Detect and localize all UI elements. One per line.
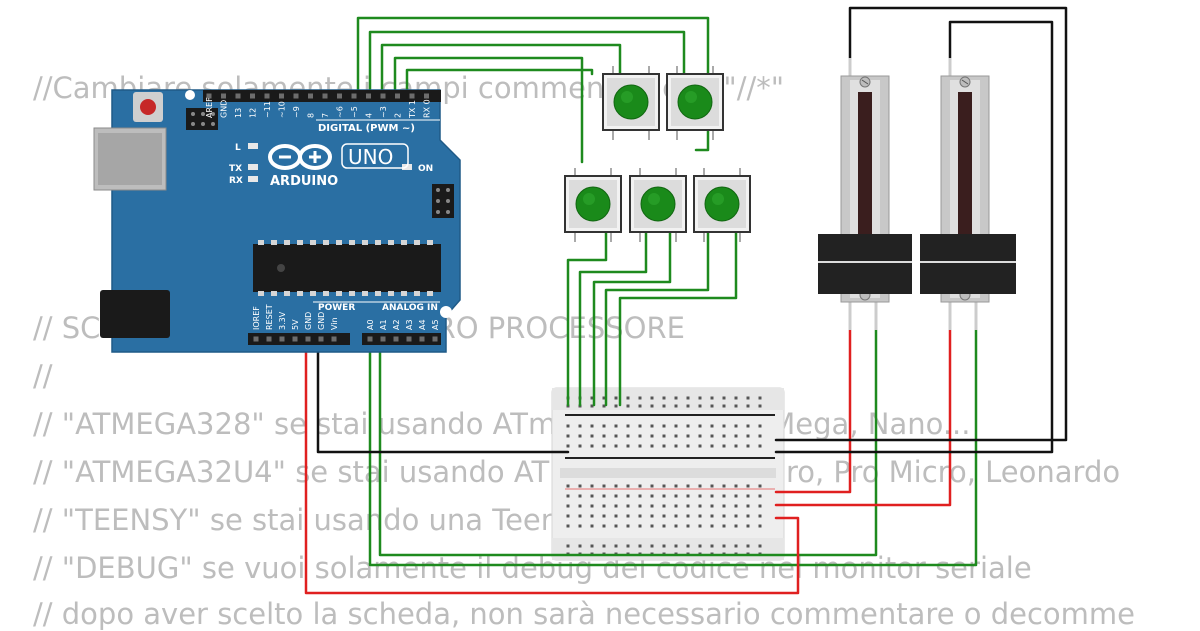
power-pin-label: 3.3V xyxy=(278,311,287,330)
digital-pin-label: GND xyxy=(220,100,229,118)
digital-pin-label: 8 xyxy=(307,113,316,118)
power-pin-label: GND xyxy=(317,312,326,330)
analog-pin-label: A3 xyxy=(405,319,414,330)
wire-5v xyxy=(304,338,800,595)
led-l xyxy=(248,143,258,149)
wires xyxy=(304,6,1068,595)
digital-pin-label: ~6 xyxy=(336,106,345,118)
code-line-6: // "TEENSY" se stai usando una Teensy xyxy=(33,503,592,537)
led-on-label: ON xyxy=(418,164,433,174)
power-pin-label: GND xyxy=(304,312,313,330)
breadboard xyxy=(551,387,785,561)
digital-pin-label: 2 xyxy=(394,113,403,118)
digital-pin-label: ~11 xyxy=(263,101,272,118)
analog-pin-label: A4 xyxy=(418,319,427,330)
power-pin-label: IOREF xyxy=(252,306,261,330)
wire-btn-bb-5 xyxy=(618,231,738,407)
push-buttons xyxy=(564,66,751,242)
arduino-logo-text: ARDUINO xyxy=(270,174,338,189)
power-jack xyxy=(100,290,170,338)
breadboard-center-channel xyxy=(560,468,776,478)
digital-pin-label: 4 xyxy=(365,113,374,118)
slider-knob-1 xyxy=(818,234,912,294)
push-button-5 xyxy=(693,168,751,242)
digital-pin-label: TX 1 xyxy=(408,100,417,119)
wire-d5-button xyxy=(380,43,622,94)
digital-pin-label: ~3 xyxy=(379,106,388,118)
wire-d3-button xyxy=(405,68,594,94)
wire-btn-bb-3 xyxy=(592,231,672,407)
digital-label: DIGITAL (PWM ~) xyxy=(318,123,415,134)
wire-5v-pot1 xyxy=(774,298,852,494)
power-pin-label: Vin xyxy=(330,317,339,330)
led-rx xyxy=(248,176,258,182)
wire-gnd-pot1 xyxy=(774,6,1068,442)
power-pin-labels: IOREF RESET 3.3V 5V GND GND Vin xyxy=(252,304,339,330)
led-tx xyxy=(248,164,258,170)
code-line-3: // xyxy=(33,359,53,393)
wire-d4-button xyxy=(393,56,584,164)
digital-pin-label: ~10 xyxy=(278,101,287,118)
led-tx-label: TX xyxy=(229,164,242,174)
led-rx-label: RX xyxy=(229,176,243,186)
wire-5v-pot2 xyxy=(774,298,952,507)
analog-pin-label: A0 xyxy=(366,319,375,330)
digital-pin-label: AREF xyxy=(205,97,214,118)
board-model: UNO xyxy=(348,145,393,169)
digital-pin-label: ~5 xyxy=(350,106,359,118)
slider-knob-2 xyxy=(920,234,1016,294)
led-l-label: L xyxy=(235,143,241,153)
push-button-3 xyxy=(564,168,622,242)
analog-pin-label: A1 xyxy=(379,319,388,330)
wire-d6-button xyxy=(368,30,686,94)
wire-btn-bb-4 xyxy=(604,231,710,407)
slide-potentiometer-1 xyxy=(818,58,912,330)
analog-header xyxy=(362,333,441,345)
wire-gnd xyxy=(316,338,570,454)
power-pin-label: 5V xyxy=(291,319,300,330)
analog-pin-labels: A0 A1 A2 A3 A4 A5 xyxy=(366,319,440,330)
digital-header xyxy=(203,90,441,102)
arduino-logo-icon xyxy=(268,144,332,170)
icsp-header xyxy=(186,108,218,130)
power-header xyxy=(248,333,350,345)
digital-pin-label: 12 xyxy=(249,108,258,118)
wire-gnd-pot2 xyxy=(774,20,1054,454)
analog-pin-label: A2 xyxy=(392,319,401,330)
slide-potentiometer-2 xyxy=(920,58,1016,330)
push-button-4 xyxy=(629,168,687,242)
analog-pin-label: A5 xyxy=(431,319,440,330)
power-pin-label: RESET xyxy=(265,304,274,330)
mounting-hole xyxy=(185,90,195,100)
wire-btn-bb-2 xyxy=(578,231,648,407)
wire-btn-bb-1 xyxy=(566,231,608,407)
analog-label: ANALOG IN xyxy=(382,303,438,313)
wire-a1-pot1 xyxy=(378,298,878,557)
code-line-8: // dopo aver scelto la scheda, non sarà … xyxy=(33,597,1135,631)
digital-pin-label: 13 xyxy=(234,108,243,118)
push-button-2 xyxy=(666,66,724,140)
digital-pin-label: ~9 xyxy=(292,106,301,118)
digital-pin-label: RX 0 xyxy=(423,99,432,118)
digital-pin-label: 7 xyxy=(321,113,330,118)
power-label: POWER xyxy=(318,303,355,313)
wire-d7-button xyxy=(356,16,710,152)
mounting-hole xyxy=(440,306,452,318)
icsp-header-right xyxy=(432,184,454,218)
push-button-1 xyxy=(602,66,660,140)
